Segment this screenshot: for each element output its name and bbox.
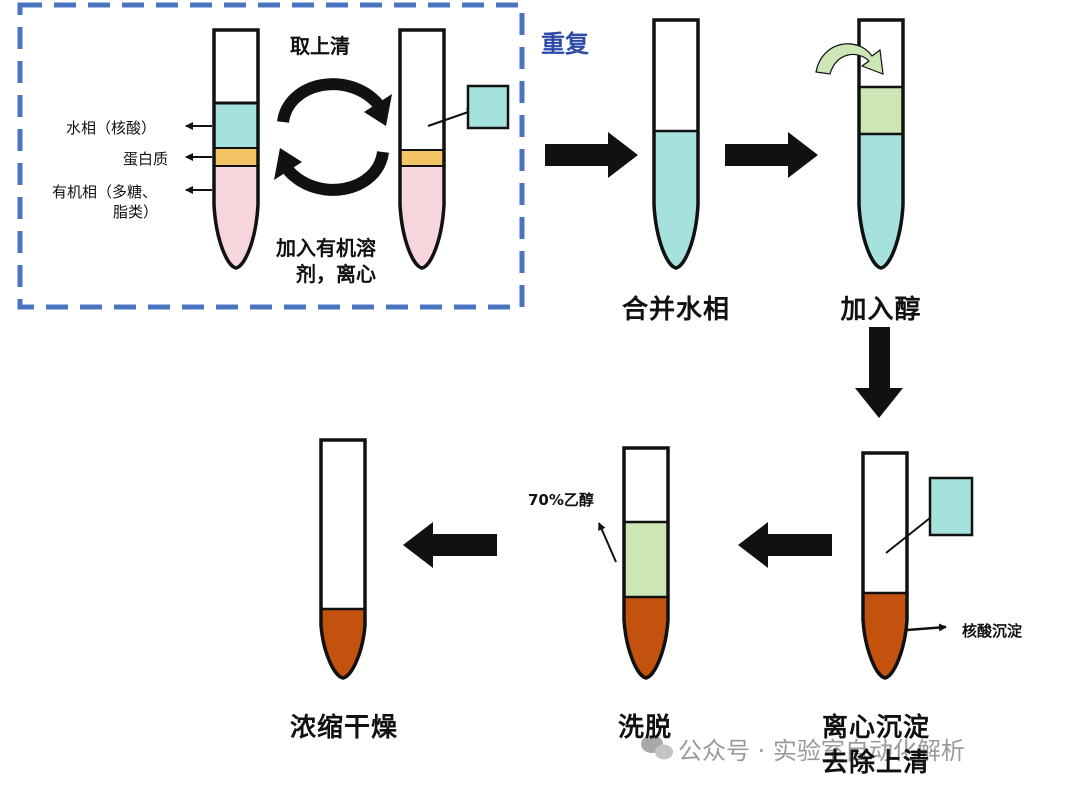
tube-merged-aqueous [652,18,700,270]
add-alcohol-label: 加入醇 [840,295,922,325]
flow-arrow-to-merge [545,132,638,178]
tube-aqueous-fill [654,131,698,268]
ethanol-label: 70%乙醇 [528,491,594,509]
tube-pellet [863,593,907,678]
cycle-arrows [274,78,392,196]
take-supernatant-label: 取上清 [290,34,350,58]
ethanol-arrow [598,522,617,563]
tube-alcohol-added [815,18,905,270]
tube-elution [598,446,670,680]
add-solvent-label-line1: 加入有机溶 [276,236,376,260]
tube-aqueous-phase [214,103,258,148]
tube-outline [652,18,700,270]
cycle-arrowhead-top [364,94,392,126]
centrifuge-label-line1: 离心沉淀 [821,713,930,743]
pour-arrow [815,43,884,75]
tube-pellet [624,597,668,678]
elute-label: 洗脱 [617,713,672,743]
flow-arrow-to-dry [403,522,497,568]
tube-organic-phase [400,166,444,268]
cycle-arrow-bottom [283,150,389,196]
organic-phase-label-line1: 有机相（多糖、 [52,183,158,201]
removed-supernatant-square [928,476,974,537]
tube-outline [622,446,670,680]
watermark-text: 公众号 · 实验室自动化解析 [678,737,965,765]
tube-protein-layer [400,150,444,166]
add-solvent-label-line2: 剂，离心 [296,262,376,286]
tube-alcohol-layer [859,87,903,134]
tube-precipitate [861,451,974,680]
tube-protein-layer [214,148,258,166]
tube-three-phases [185,28,260,270]
tube-pellet [321,609,365,678]
tube-organic-phase [214,166,258,268]
tube-dried [319,438,367,680]
tube-outline [319,438,367,680]
supernatant-arrow [427,108,475,127]
supernatant-square [466,84,510,130]
protein-label: 蛋白质 [123,150,169,168]
tube-ethanol-layer [624,522,668,597]
tube-outline [857,18,905,270]
flow-arrow-to-alcohol [725,132,818,178]
organic-phase-label-line2: 脂类） [113,203,159,221]
cycle-arrow-top [277,78,383,124]
tube-aqueous-fill [859,134,903,268]
flow-arrow-to-elute [738,522,832,568]
flow-arrow-down [855,327,903,418]
tube-outline [861,451,909,680]
tube-outline [398,28,446,270]
aqueous-phase-label: 水相（核酸） [66,119,157,137]
precipitate-arrow [906,623,947,632]
centrifuge-label-line2: 去除上清 [821,748,930,778]
repeat-box [17,2,525,310]
tube-after-supernatant [398,28,510,270]
merge-aqueous-label: 合并水相 [621,295,730,325]
tube-outline [212,28,260,270]
wechat-icon [641,735,673,760]
precipitate-label: 核酸沉淀 [962,622,1023,640]
repeat-label: 重复 [541,30,589,58]
dry-label: 浓缩干燥 [289,713,398,743]
cycle-arrowhead-bottom [274,148,302,180]
